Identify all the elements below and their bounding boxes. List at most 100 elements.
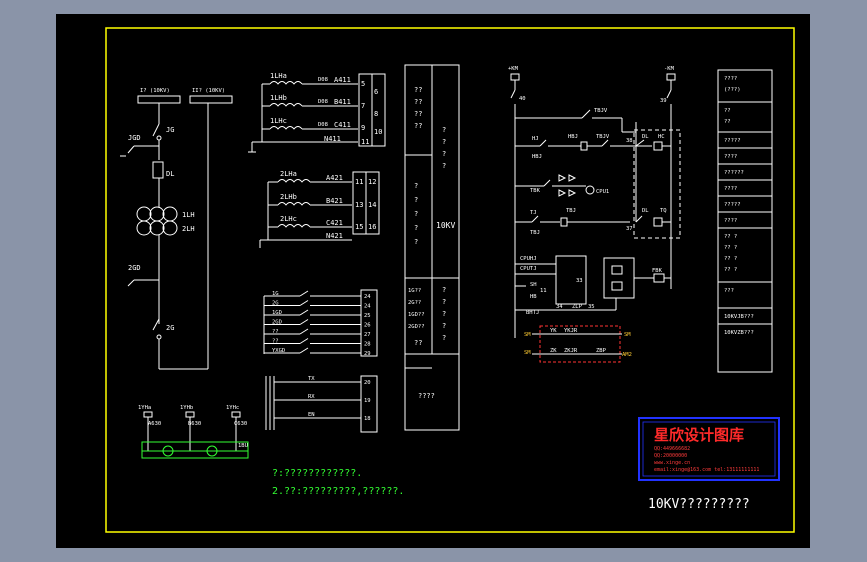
note-2: 2.??:?????????,??????.: [272, 486, 404, 497]
svg-text:HJ: HJ: [532, 136, 539, 142]
bus-2-label: II? (10KV): [192, 88, 225, 94]
svg-text:QQ:20000000: QQ:20000000: [654, 453, 687, 459]
svg-text:BHTJ: BHTJ: [526, 310, 539, 316]
primary-circuit: I? (10KV) II? (10KV) JG JGD DL 1LH 2LH 2…: [120, 88, 249, 459]
mid-cell-0: ????????: [414, 86, 422, 130]
svg-text:FBK: FBK: [652, 268, 663, 274]
cad-drawing-sheet: I? (10KV) II? (10KV) JG JGD DL 1LH 2LH 2…: [105, 27, 795, 533]
svg-text:TBJ: TBJ: [566, 208, 576, 214]
svg-text:1YHa: 1YHa: [138, 405, 151, 411]
svg-text:HB: HB: [530, 294, 537, 300]
svg-text:YKJR: YKJR: [564, 328, 578, 334]
svg-text:11: 11: [361, 138, 369, 146]
svg-text:ZLP: ZLP: [572, 304, 583, 310]
aux-contact: [299, 290, 309, 297]
ct1-group: 1LHa 1LHb 1LHc D08 D08 D08 A411 B411 C41…: [248, 72, 386, 153]
svg-text:N421: N421: [326, 232, 343, 240]
svg-text:34: 34: [556, 304, 563, 310]
aux-row-terminal: 27: [364, 332, 371, 338]
svg-text:6: 6: [374, 88, 378, 96]
right-table-cell: ?????: [724, 202, 741, 208]
svg-text:D08: D08: [318, 122, 328, 128]
jgd-label: JGD: [128, 134, 141, 142]
svg-text:12: 12: [368, 178, 376, 186]
svg-text:N411: N411: [324, 135, 341, 143]
svg-text:TJ: TJ: [530, 210, 537, 216]
aux-row-label: YXGD: [272, 348, 285, 354]
signal-row-label: TX: [308, 376, 315, 382]
signal-terminal-strip: [360, 375, 378, 433]
signal-row-terminal: 19: [364, 398, 371, 404]
aux-row-terminal: 29: [364, 351, 371, 357]
mid-column-table: ???????? ???? ????? 10KV 1G??2G??1GD??2G…: [404, 64, 460, 431]
svg-text:A421: A421: [326, 174, 343, 182]
mid-cell-10kv: 10KV: [436, 221, 455, 230]
aux-contact: [299, 347, 309, 354]
breaker-dl: [152, 161, 164, 179]
right-table-cell: ?? ??? ??? ??? ?: [724, 234, 737, 273]
svg-text:ZK: ZK: [550, 348, 557, 354]
svg-text:8: 8: [374, 110, 378, 118]
svg-text:TQ: TQ: [660, 208, 667, 214]
svg-text:QQ:449666682: QQ:449666682: [654, 446, 690, 452]
svg-text:9: 9: [361, 124, 365, 132]
svg-text:B421: B421: [326, 197, 343, 205]
svg-text:37: 37: [626, 226, 633, 232]
svg-text:SM: SM: [524, 350, 531, 356]
aux-terminal-strip: [360, 289, 378, 357]
svg-text:7: 7: [361, 102, 365, 110]
mid-cell-6: ??: [414, 339, 422, 347]
svg-text:SM: SM: [624, 332, 631, 338]
svg-text:C421: C421: [326, 219, 343, 227]
svg-text:www.xinge.cn: www.xinge.cn: [654, 460, 690, 466]
svg-text:D08: D08: [318, 99, 328, 105]
svg-text:ZBP: ZBP: [596, 348, 607, 354]
svg-text:CPU1: CPU1: [596, 189, 609, 195]
mid-cell-7: ????: [418, 392, 435, 400]
signal-row-label: EN: [308, 412, 315, 418]
svg-text:email:xinge@163.com tel:131111: email:xinge@163.com tel:13111111111: [654, 467, 759, 473]
svg-text:C411: C411: [334, 121, 351, 129]
bus-1: [137, 95, 181, 104]
svg-text:10: 10: [374, 128, 382, 136]
dl-label: DL: [166, 170, 174, 178]
drawing-frame: [105, 27, 795, 533]
svg-text:TBK: TBK: [530, 188, 541, 194]
svg-text:1YHb: 1YHb: [180, 405, 193, 411]
drawing-viewport[interactable]: I? (10KV) II? (10KV) JG JGD DL 1LH 2LH 2…: [56, 14, 810, 548]
pt-yh-block: 1YHa 1YHb 1YHc A630 B630 C630 1BU: [138, 405, 249, 459]
svg-text:38: 38: [626, 138, 633, 144]
svg-text:35: 35: [588, 304, 595, 310]
mid-cell-4: 1G??2G??1GD??2GD??: [408, 288, 425, 330]
svg-text:2LHc: 2LHc: [280, 215, 297, 223]
mid-cell-1: ????: [442, 126, 446, 170]
svg-text:2LHa: 2LHa: [280, 170, 297, 178]
signal-row-terminal: 18: [364, 416, 371, 422]
aux-row-terminal: 24: [364, 294, 371, 300]
aux-row-terminal: 24: [364, 304, 371, 310]
right-table-cell: ????(???): [724, 76, 741, 93]
aux-contact: [299, 300, 309, 306]
right-table-cell: ????: [724, 218, 737, 224]
svg-text:1YHc: 1YHc: [226, 405, 239, 411]
svg-text:11: 11: [540, 288, 547, 294]
aux-row-label: ??: [272, 329, 279, 335]
mid-cell-2: ?????: [414, 182, 418, 246]
svg-text:SH: SH: [530, 282, 537, 288]
svg-text:HBJ: HBJ: [568, 134, 578, 140]
svg-text:33: 33: [576, 278, 583, 284]
svg-text:CPUTJ: CPUTJ: [520, 266, 537, 272]
aux-row-label: 1GD: [272, 310, 282, 316]
right-legend-table: ????(???)???????????????????????????????…: [717, 69, 773, 373]
stamp-title: 星欣设计图库: [654, 426, 744, 444]
switch-jg: [152, 123, 160, 137]
pos-rail-label: +KM: [508, 66, 519, 72]
aux-row-label: 2GD: [272, 320, 282, 326]
svg-text:HBJ: HBJ: [532, 154, 542, 160]
neg-rail-label: -KM: [664, 66, 675, 72]
1lh-label: 1LH: [182, 211, 195, 219]
svg-text:TBJV: TBJV: [596, 134, 610, 140]
svg-text:2LHb: 2LHb: [280, 193, 297, 201]
aux-row-label: 1G: [272, 291, 279, 297]
svg-text:DL: DL: [642, 134, 649, 140]
